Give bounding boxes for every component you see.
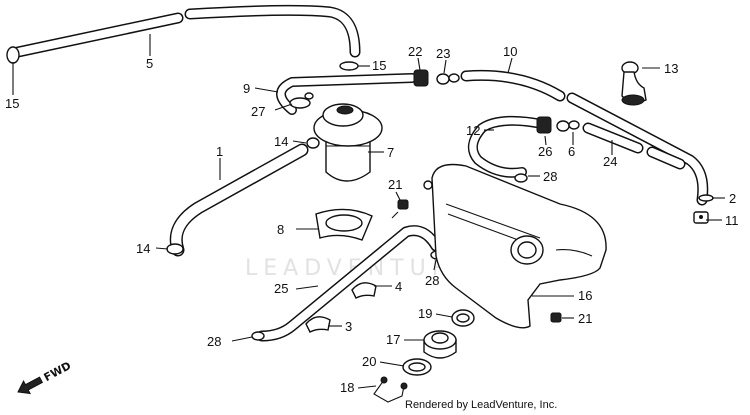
tank-16[interactable] xyxy=(423,163,607,329)
strap-18[interactable] xyxy=(373,376,408,403)
callout-14-bottom[interactable]: 14 xyxy=(136,241,150,256)
callout-7[interactable]: 7 xyxy=(387,145,394,160)
callout-5[interactable]: 5 xyxy=(146,56,153,71)
fwd-arrow: FWD xyxy=(17,359,74,395)
joint-26[interactable] xyxy=(536,116,552,134)
callout-27[interactable]: 27 xyxy=(251,104,265,119)
gasket-20[interactable] xyxy=(402,358,432,376)
callout-26[interactable]: 26 xyxy=(538,144,552,159)
bracket-8[interactable] xyxy=(315,208,373,241)
callout-25[interactable]: 25 xyxy=(274,281,288,296)
callout-13[interactable]: 13 xyxy=(664,61,678,76)
callout-1[interactable]: 1 xyxy=(216,144,223,159)
hose-25[interactable] xyxy=(256,225,442,342)
cap-17[interactable] xyxy=(423,330,457,359)
callout-15-top[interactable]: 15 xyxy=(372,58,386,73)
callout-9[interactable]: 9 xyxy=(243,81,250,96)
bolt-21-top[interactable] xyxy=(391,199,409,219)
clamp-15-top[interactable] xyxy=(339,61,359,71)
callout-17[interactable]: 17 xyxy=(386,332,400,347)
leader-lines xyxy=(12,34,725,389)
clamp-27[interactable] xyxy=(289,92,314,109)
joint-6[interactable] xyxy=(556,120,580,132)
callouts: 5 15 15 9 27 22 23 10 13 12 26 6 24 2 11… xyxy=(5,44,739,395)
callout-21-bottom[interactable]: 21 xyxy=(578,311,592,326)
hose-12[interactable] xyxy=(467,115,547,178)
hose-24[interactable] xyxy=(582,122,686,170)
callout-4[interactable]: 4 xyxy=(395,279,402,294)
callout-28-right[interactable]: 28 xyxy=(543,169,557,184)
callout-22[interactable]: 22 xyxy=(408,44,422,59)
hose-9[interactable] xyxy=(276,73,417,115)
callout-6[interactable]: 6 xyxy=(568,144,575,159)
breather-cap-13[interactable] xyxy=(621,61,647,106)
callout-28-left[interactable]: 28 xyxy=(207,334,221,349)
callout-21-top[interactable]: 21 xyxy=(388,177,402,192)
canister-7[interactable] xyxy=(313,103,383,182)
callout-2[interactable]: 2 xyxy=(729,191,736,206)
callout-11[interactable]: 11 xyxy=(725,213,739,228)
callout-24[interactable]: 24 xyxy=(603,154,617,169)
bolt-21-bottom[interactable] xyxy=(550,312,562,323)
credit-text: Rendered by LeadVenture, Inc. xyxy=(405,399,558,411)
clamp-14-bottom[interactable] xyxy=(166,243,184,255)
callout-20[interactable]: 20 xyxy=(362,354,376,369)
clamp-2[interactable] xyxy=(698,194,714,202)
clip-4[interactable] xyxy=(351,282,377,299)
callout-10[interactable]: 10 xyxy=(503,44,517,59)
callout-3[interactable]: 3 xyxy=(345,319,352,334)
callout-12[interactable]: 12 xyxy=(466,123,480,138)
fwd-label: FWD xyxy=(42,359,74,384)
callout-16[interactable]: 16 xyxy=(578,288,592,303)
callout-28-center[interactable]: 28 xyxy=(425,273,439,288)
hose-10[interactable] xyxy=(460,69,709,206)
callout-8[interactable]: 8 xyxy=(277,222,284,237)
clip-3[interactable] xyxy=(305,316,331,333)
callout-18[interactable]: 18 xyxy=(340,380,354,395)
clamp-28-left[interactable] xyxy=(251,331,265,341)
joint-22[interactable] xyxy=(413,69,429,87)
callout-19[interactable]: 19 xyxy=(418,306,432,321)
ring-19[interactable] xyxy=(451,309,475,327)
clamp-28-right[interactable] xyxy=(514,173,528,183)
joint-23[interactable] xyxy=(436,73,460,85)
callout-14-top[interactable]: 14 xyxy=(274,134,288,149)
fitting-11[interactable] xyxy=(693,211,709,224)
clamp-15-left[interactable] xyxy=(6,46,20,64)
callout-15-left[interactable]: 15 xyxy=(5,96,19,111)
hose-5[interactable] xyxy=(12,4,361,58)
clamp-14-top[interactable] xyxy=(306,137,320,149)
callout-23[interactable]: 23 xyxy=(436,46,450,61)
